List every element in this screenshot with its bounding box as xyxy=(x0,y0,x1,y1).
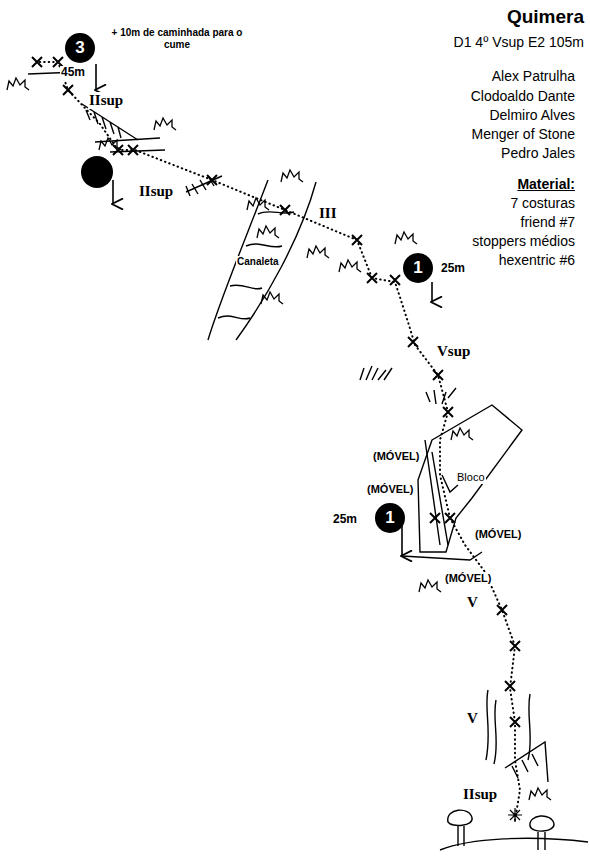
topo-label: stoppers médios xyxy=(471,233,576,249)
ledge xyxy=(95,138,165,152)
topo-label: 25m xyxy=(440,262,466,276)
topo-label: Vsup xyxy=(436,343,471,360)
bolt-mark xyxy=(63,85,73,95)
rock-features xyxy=(28,72,588,850)
bush-symbol xyxy=(395,232,417,244)
boulder-crack xyxy=(425,440,458,545)
topo-label: Delmiro Alves xyxy=(488,107,576,123)
bolt-mark xyxy=(32,57,42,67)
topo-label: III xyxy=(318,205,338,222)
lower-arrow xyxy=(112,180,114,204)
bush-symbol xyxy=(451,428,473,440)
grass xyxy=(426,388,456,404)
bush-symbol xyxy=(99,138,121,150)
bush-symbol xyxy=(7,78,29,90)
belay-number: 1 xyxy=(403,253,433,283)
topo-label: V xyxy=(466,594,479,611)
topo-label: IIsup xyxy=(88,92,124,109)
tree xyxy=(530,816,554,850)
bolt-mark xyxy=(207,175,217,185)
bolt-mark xyxy=(408,337,418,347)
bush-symbol xyxy=(261,292,283,304)
bolt-marks xyxy=(32,57,522,822)
bolt-mark xyxy=(352,235,362,245)
callout-number: 1 xyxy=(413,258,422,278)
topo-label: IIsup xyxy=(138,183,174,200)
bolt-mark xyxy=(367,273,377,283)
topo-label: IIsup xyxy=(462,786,498,803)
topo-label: (MÓVEL) xyxy=(366,483,414,496)
route-title: Quimera xyxy=(506,6,585,28)
topo-label: friend #7 xyxy=(520,214,576,230)
topo-label: V xyxy=(466,710,479,727)
topo-label: Pedro Jales xyxy=(500,145,576,161)
belay-number: 3 xyxy=(65,33,95,63)
topo-label: Bloco xyxy=(456,471,486,484)
crack-lines xyxy=(486,690,530,764)
bush-symbol xyxy=(339,260,361,272)
bolt-mark xyxy=(128,145,138,155)
lower-arrow xyxy=(431,282,433,302)
grass xyxy=(360,366,392,380)
gully-wall xyxy=(236,182,316,340)
boulder-outline xyxy=(418,405,522,552)
topo-label: 7 costuras xyxy=(509,195,576,211)
topo-label: (MÓVEL) xyxy=(474,528,522,541)
bolt-mark xyxy=(510,717,520,727)
bolt-mark xyxy=(510,641,520,651)
tree xyxy=(448,810,472,846)
topo-label: hexentric #6 xyxy=(498,252,576,268)
topo-label: 25m xyxy=(332,513,358,527)
bush-symbol xyxy=(257,226,279,238)
topo-label: (MÓVEL) xyxy=(444,572,492,585)
bush-symbol xyxy=(307,246,329,258)
bush-symbol xyxy=(529,788,551,800)
bolt-mark xyxy=(430,513,440,523)
bolt-mark xyxy=(497,605,507,615)
bolt-mark xyxy=(113,145,123,155)
lower-arrow xyxy=(401,526,403,556)
bush-symbol xyxy=(419,580,441,592)
topo-label: Clodoaldo Dante xyxy=(470,88,576,104)
ground-line xyxy=(440,838,588,850)
route-line xyxy=(37,62,520,820)
ledge-hatch xyxy=(505,742,548,782)
bolt-mark xyxy=(443,407,453,417)
callout-number: 1 xyxy=(385,508,394,528)
topo-label: (MÓVEL) xyxy=(372,450,420,463)
bolt-mark xyxy=(433,370,443,380)
lower-arrows xyxy=(96,64,432,556)
topo-label: Menger of Stone xyxy=(470,126,576,142)
bush-symbols xyxy=(7,78,551,800)
lower-arrow xyxy=(95,64,97,90)
start-mark xyxy=(508,808,522,822)
ledge-hatch xyxy=(186,176,222,196)
topo-label: Canaleta xyxy=(236,256,280,268)
bolt-mark xyxy=(390,275,400,285)
bush-symbol xyxy=(281,170,303,182)
belay-number: 1 xyxy=(375,503,405,533)
topo-label: 45m xyxy=(60,66,86,80)
ledge-hatch xyxy=(82,104,138,140)
bolt-mark xyxy=(280,205,290,215)
bolt-mark xyxy=(505,681,515,691)
callout-number: 3 xyxy=(75,38,84,58)
topo-label: Material: xyxy=(516,176,576,192)
topo-label: D1 4º Vsup E2 105m xyxy=(453,34,585,50)
topo-label: Alex Patrulha xyxy=(491,68,576,84)
belay-circle xyxy=(81,156,113,188)
bush-symbol xyxy=(154,118,176,130)
topo-label: + 10m de caminhada para o cume xyxy=(106,27,248,50)
gully-step xyxy=(218,212,294,319)
bush-symbol xyxy=(247,198,269,210)
bolt-mark xyxy=(445,513,455,523)
